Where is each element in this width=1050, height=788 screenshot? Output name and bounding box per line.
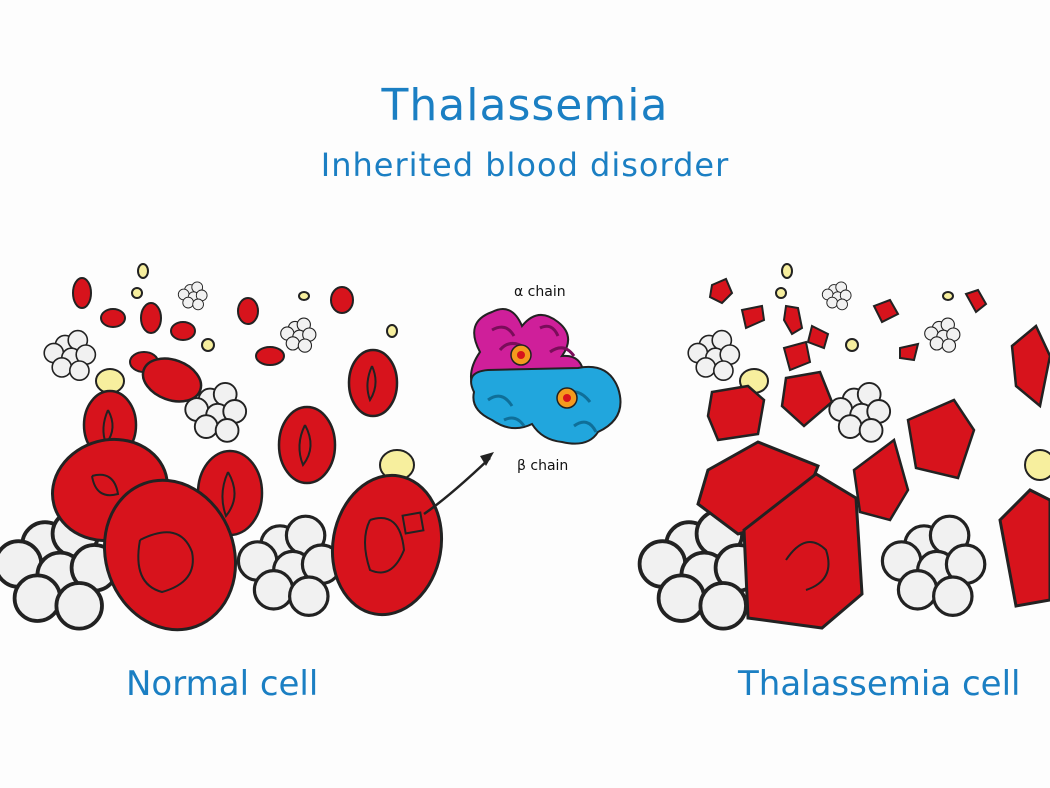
normal-cells-group: [0, 263, 494, 632]
platelet-icon: [1024, 449, 1050, 481]
white-blood-cell-icon: [236, 514, 343, 618]
platelet-icon: [95, 368, 125, 394]
hemoglobin-molecule-icon: [470, 308, 622, 445]
red-blood-cell-icon: [140, 302, 162, 334]
red-blood-cell-icon: [806, 324, 830, 350]
white-blood-cell-icon: [821, 281, 852, 311]
page-title: Thalassemia: [381, 80, 669, 131]
red-blood-cell-icon: [706, 384, 766, 442]
red-blood-cell-icon: [1010, 324, 1050, 409]
thalassemia-cell-caption: Thalassemia cell: [738, 664, 1021, 704]
white-blood-cell-icon: [924, 317, 961, 353]
red-blood-cell-icon: [780, 370, 834, 428]
red-blood-cell-icon: [964, 288, 988, 314]
red-blood-cell-icon: [330, 473, 444, 617]
platelet-icon: [386, 324, 398, 338]
platelet-icon: [845, 338, 859, 352]
platelet-icon: [137, 263, 149, 279]
white-blood-cell-icon: [177, 281, 208, 311]
beta-chain-label: β chain: [517, 458, 569, 474]
red-blood-cell-icon: [72, 277, 92, 309]
red-blood-cell-icon: [998, 488, 1050, 608]
platelet-icon: [942, 291, 954, 301]
red-blood-cell-icon: [347, 348, 399, 418]
red-blood-cell-icon: [330, 286, 354, 314]
red-blood-cell-icon: [102, 478, 238, 632]
red-blood-cell-icon: [782, 340, 812, 372]
red-blood-cell-icon: [170, 321, 196, 341]
platelet-icon: [775, 287, 787, 299]
page-subtitle: Inherited blood disorder: [320, 146, 730, 184]
arrow-icon: [423, 457, 491, 516]
white-blood-cell-icon: [687, 329, 741, 382]
red-blood-cell-icon: [872, 298, 900, 324]
red-blood-cell-icon: [141, 357, 203, 403]
white-blood-cell-icon: [43, 329, 97, 382]
red-blood-cell-icon: [742, 472, 864, 630]
red-blood-cell-icon: [255, 346, 285, 366]
red-blood-cell-icon: [899, 342, 920, 362]
red-blood-cell-icon: [740, 304, 766, 330]
thalassemia-cells-group: [637, 263, 1050, 631]
red-blood-cell-icon: [237, 297, 259, 325]
white-blood-cell-icon: [828, 381, 892, 443]
white-blood-cell-icon: [880, 514, 987, 618]
red-blood-cell-icon: [906, 398, 976, 480]
platelet-icon: [298, 291, 310, 301]
red-blood-cell-icon: [100, 308, 126, 328]
white-blood-cell-icon: [280, 317, 317, 353]
alpha-chain-label: α chain: [514, 284, 566, 300]
platelet-icon: [201, 338, 215, 352]
red-blood-cell-icon: [708, 277, 734, 305]
platelet-icon: [781, 263, 793, 279]
normal-cell-caption: Normal cell: [126, 664, 319, 704]
red-blood-cell-icon: [782, 304, 804, 336]
red-blood-cell-icon: [277, 405, 337, 485]
platelet-icon: [131, 287, 143, 299]
red-blood-cell-icon: [852, 437, 910, 522]
